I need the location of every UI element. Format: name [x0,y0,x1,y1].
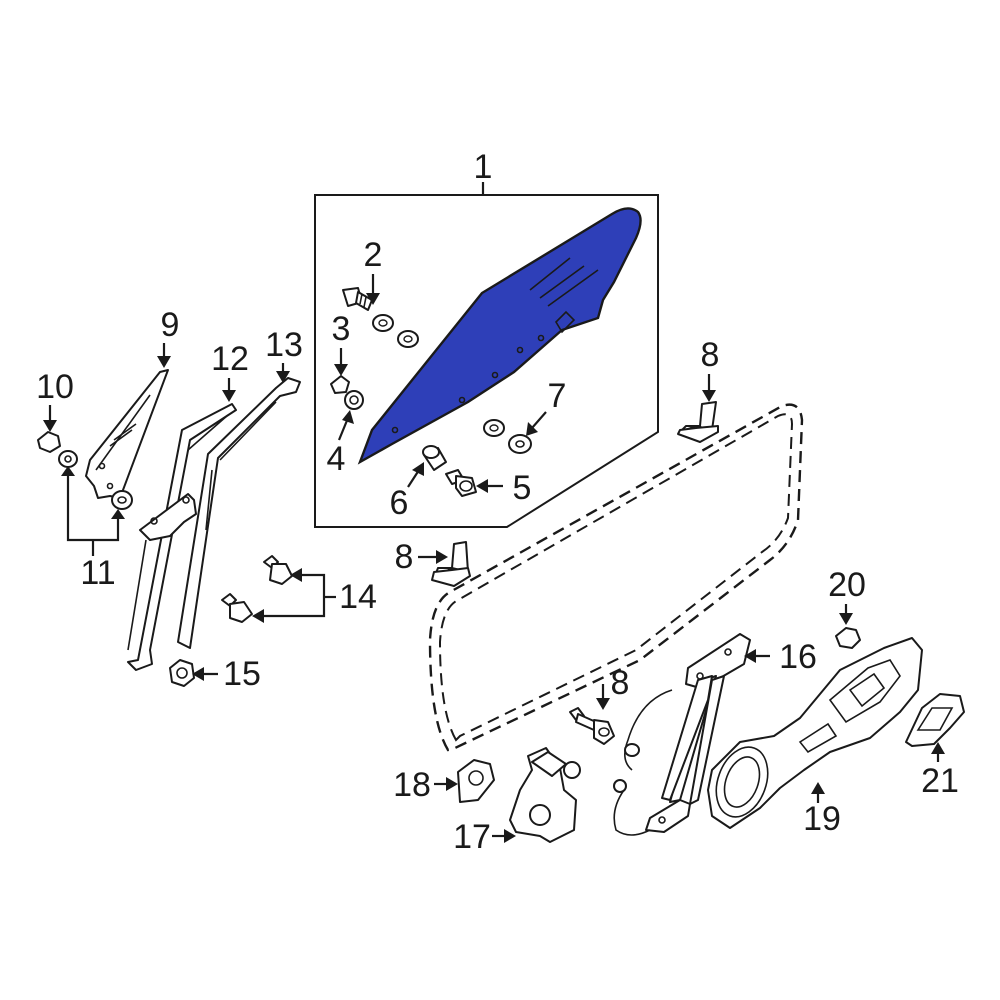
part-16-nut[interactable] [169,659,195,687]
callout-19[interactable]: 18 [393,766,431,804]
part-2-washers[interactable] [372,314,505,437]
part-7-washer[interactable] [508,434,532,454]
part-18-regulator-motor[interactable] [509,747,581,843]
part-8-bracket-upper[interactable] [677,401,719,443]
part-4-bushing[interactable] [344,390,364,410]
callout-18[interactable]: 17 [453,818,491,856]
door-glass-details [391,257,599,434]
part-12-washers[interactable] [58,450,133,510]
callout-20[interactable]: 19 [803,800,841,838]
callout-6[interactable]: 6 [390,484,409,522]
part-13-glass-channel[interactable] [127,403,237,671]
part-11-nut[interactable] [37,431,61,453]
part-5-bolt[interactable] [445,469,477,497]
callout-3[interactable]: 3 [332,310,351,348]
callout-14[interactable]: 13 [265,326,303,364]
part-8-bracket-lower[interactable] [431,541,471,587]
callout-22[interactable]: 21 [921,762,959,800]
callout-16[interactable]: 15 [223,655,261,693]
callout-9[interactable]: 8 [611,664,630,702]
callout-8-lower[interactable]: 8 [395,538,414,576]
part-3-clip[interactable] [330,375,350,394]
callout-7[interactable]: 7 [548,377,567,415]
part-2-screw[interactable] [342,287,373,311]
part-14-weatherstrip[interactable] [177,377,301,649]
callout-1[interactable]: 1 [474,148,493,186]
part-6-spacer[interactable] [422,445,447,471]
callout-10[interactable]: 9 [161,306,180,344]
callout-2[interactable]: 2 [364,236,383,274]
callout-13[interactable]: 12 [211,340,249,378]
callout-17[interactable]: 16 [779,638,817,676]
door-outline [428,403,804,752]
callout-21[interactable]: 20 [828,566,866,604]
part-10-corner-glass[interactable] [85,369,169,499]
part-9-bolt[interactable] [569,707,615,745]
callout-15[interactable]: 14 [339,578,377,616]
callout-8-upper[interactable]: 8 [701,336,720,374]
callout-4[interactable]: 4 [327,440,346,478]
callout-11[interactable]: 10 [36,368,74,406]
callout-12[interactable]: 11 [80,554,115,592]
callout-5[interactable]: 5 [513,469,532,507]
part-19-gear-cover[interactable] [457,759,495,803]
part-21-clip[interactable] [835,627,861,649]
part-17-window-regulator[interactable] [613,633,751,836]
part-1-group-box [314,194,659,528]
part-15-bolts[interactable] [221,555,293,623]
part-20-door-carrier[interactable] [707,637,923,829]
door-glass[interactable] [357,207,642,465]
part-22-handle-bracket[interactable] [905,693,965,747]
